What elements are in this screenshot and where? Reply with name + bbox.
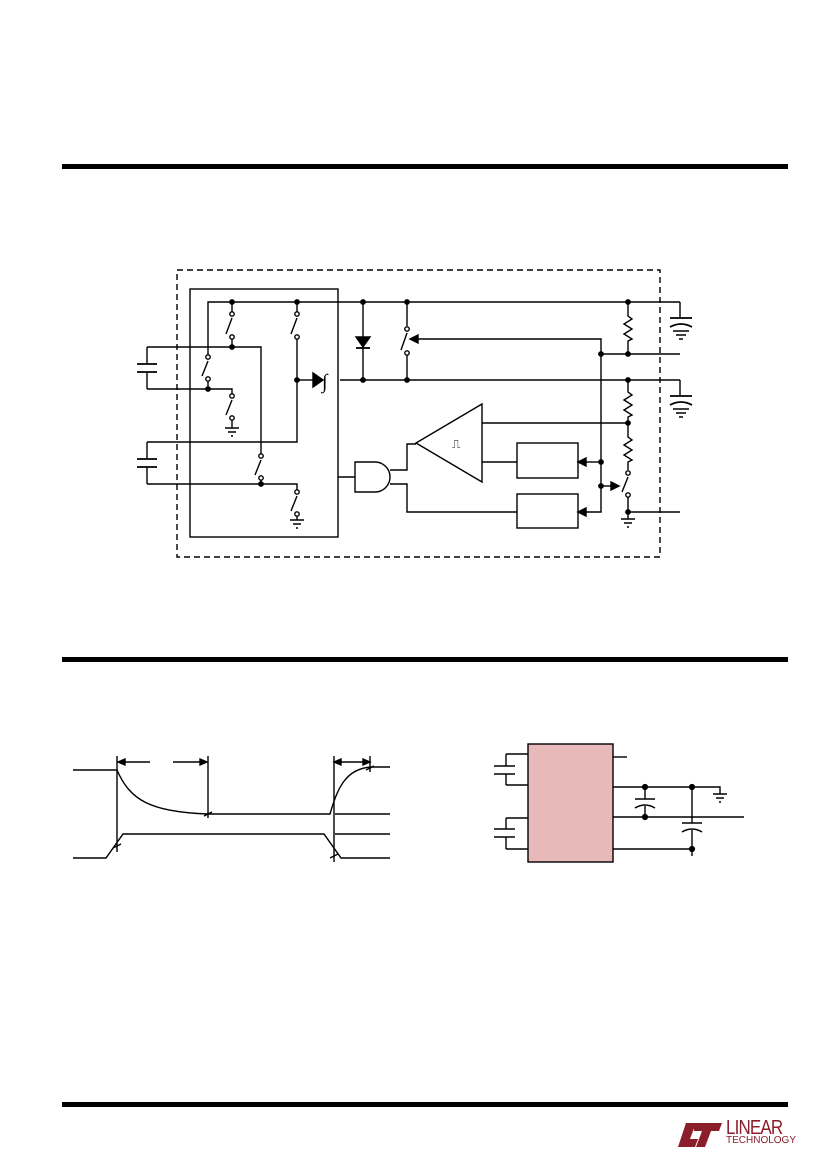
output-capacitor bbox=[681, 787, 703, 849]
logo-word-linear: LINEAR bbox=[726, 1117, 783, 1139]
switch bbox=[225, 302, 235, 347]
linear-technology-logo: LINEAR TECHNOLOGY bbox=[676, 1117, 796, 1149]
arrow-icon bbox=[576, 506, 587, 518]
ground-icon bbox=[713, 793, 727, 803]
flying-capacitor-1 bbox=[494, 754, 515, 785]
resistor-low bbox=[622, 423, 634, 470]
flying-capacitor-2 bbox=[494, 818, 515, 849]
waveform-lower bbox=[73, 833, 390, 859]
wire bbox=[147, 346, 262, 454]
lt-logo-icon bbox=[678, 1123, 722, 1147]
ground-icon bbox=[225, 427, 239, 437]
node-dot bbox=[258, 481, 264, 487]
section-rule-bottom bbox=[62, 1102, 788, 1107]
ground-icon bbox=[621, 512, 635, 528]
control-wire bbox=[418, 338, 602, 354]
and-gate bbox=[338, 443, 517, 513]
arrow-icon bbox=[610, 480, 621, 492]
integrator-arrow-icon bbox=[312, 371, 325, 389]
charge-pump-block bbox=[189, 288, 339, 538]
waveform-upper bbox=[73, 766, 390, 815]
ic-package bbox=[527, 743, 614, 863]
arrow-icon bbox=[332, 757, 342, 767]
resistor-top bbox=[622, 302, 634, 354]
switch bbox=[254, 453, 264, 484]
application-circuit bbox=[494, 743, 744, 863]
wire bbox=[147, 483, 298, 490]
wire bbox=[585, 486, 602, 513]
switch bbox=[201, 354, 211, 389]
capacitor-c2 bbox=[137, 442, 157, 484]
switch bbox=[621, 470, 631, 512]
pin-wire bbox=[613, 786, 721, 794]
comparator: ⎍ bbox=[414, 402, 628, 484]
output-capacitor-2 bbox=[669, 380, 693, 418]
bypass-capacitor bbox=[634, 787, 656, 817]
tick-mark bbox=[112, 765, 375, 859]
switch bbox=[290, 489, 300, 520]
logo-word-technology: TECHNOLOGY bbox=[726, 1135, 797, 1146]
arrow-icon bbox=[576, 456, 587, 468]
timing-diagram bbox=[73, 756, 390, 862]
integrator-symbol: ∫ bbox=[320, 371, 329, 394]
logic-block-lower bbox=[516, 493, 579, 529]
arrow-icon bbox=[408, 333, 419, 345]
top-rail bbox=[207, 301, 680, 355]
arrow-icon bbox=[362, 757, 372, 767]
arrow-icon bbox=[199, 757, 209, 767]
ground-icon bbox=[290, 519, 304, 529]
switch bbox=[225, 393, 235, 428]
chip-boundary-dashed bbox=[176, 269, 661, 558]
section-rule-middle bbox=[62, 657, 788, 662]
capacitor-c1 bbox=[137, 347, 157, 389]
switch bbox=[400, 302, 410, 380]
output-capacitor-1 bbox=[669, 302, 693, 340]
resistor-mid bbox=[622, 380, 634, 423]
diode-icon bbox=[354, 302, 372, 380]
schmitt-symbol: ⎍ bbox=[452, 437, 461, 451]
section-rule-top bbox=[62, 164, 788, 169]
pin-wire bbox=[613, 848, 693, 856]
arrow-icon bbox=[116, 757, 126, 767]
wire bbox=[147, 388, 233, 394]
logic-block-upper bbox=[516, 442, 579, 479]
block-diagram: ∫ bbox=[137, 269, 693, 558]
switch bbox=[147, 302, 300, 443]
